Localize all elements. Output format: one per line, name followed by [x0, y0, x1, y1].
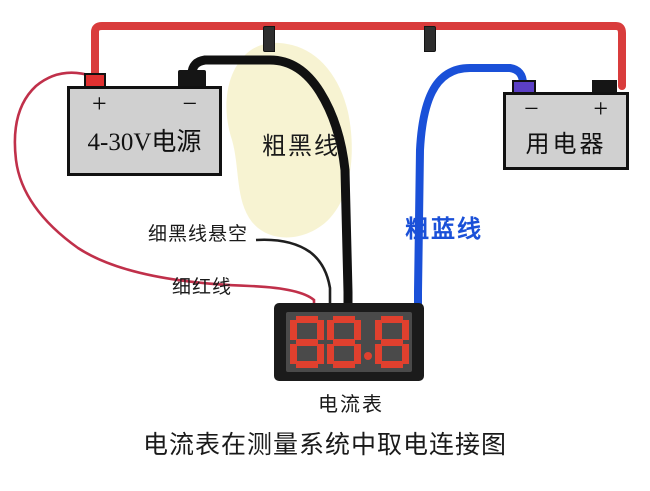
load-device[interactable]: − + 用电器: [503, 92, 629, 170]
psu-minus-sign: −: [182, 89, 197, 118]
power-supply[interactable]: + − 4-30V电源: [67, 86, 222, 176]
ammeter[interactable]: [274, 303, 424, 381]
wire-thick-black: [187, 55, 353, 311]
label-thick-blue-wire: 粗蓝线: [405, 216, 483, 243]
wire-thin-red: [13, 71, 316, 308]
diagram-caption: 电流表在测量系统中取电连接图: [142, 432, 507, 459]
ammeter-mount-tab-right: [424, 26, 436, 52]
psu-label: 4-30V电源: [87, 129, 202, 156]
psu-terminal-row: + −: [70, 89, 219, 118]
label-thin-black-wire: 细黑线悬空: [148, 224, 249, 245]
seven-segment-digit: [326, 316, 361, 368]
load-minus-sign: −: [524, 94, 539, 123]
load-plus-sign: +: [593, 94, 608, 123]
wire-thick-red: [91, 22, 626, 90]
wire-thick-blue: [414, 64, 527, 310]
psu-plus-sign: +: [92, 89, 107, 118]
label-thin-red-wire: 细红线: [172, 277, 233, 298]
load-label: 用电器: [525, 132, 607, 158]
wire-thin-black: [255, 238, 332, 308]
label-thick-black-wire: 粗黑线: [262, 134, 340, 160]
seven-segment-digit: [374, 316, 409, 368]
load-terminal-row: − +: [506, 94, 626, 123]
ammeter-display: [286, 312, 412, 372]
label-ammeter: 电流表: [318, 394, 384, 416]
seven-segment-digit: [289, 316, 324, 368]
ammeter-mount-tab-left: [263, 26, 275, 52]
decimal-point: [363, 352, 372, 360]
